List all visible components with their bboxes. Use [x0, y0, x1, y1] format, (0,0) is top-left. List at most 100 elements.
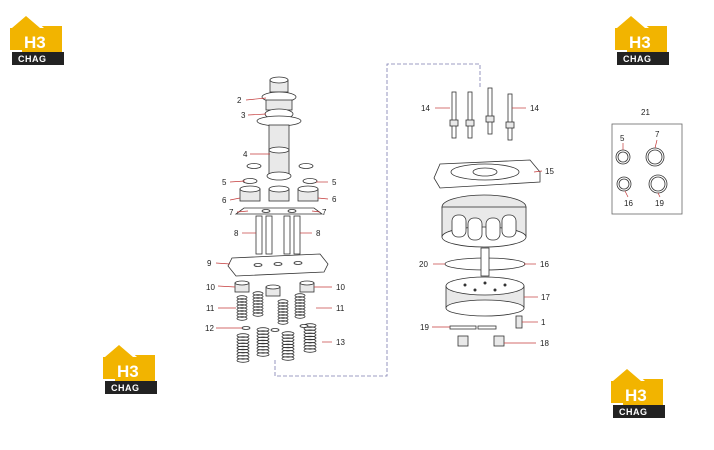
leader-lines: [215, 97, 661, 344]
callout-17: 17: [541, 293, 550, 302]
spring-13b-coil: [256, 349, 270, 354]
spring-11c-coil: [277, 320, 289, 325]
callout-5-left: 5: [222, 178, 227, 187]
spring-13b-coil: [256, 352, 270, 357]
rod-8d: [293, 215, 301, 255]
washer-12b: [270, 328, 280, 332]
logo-top-left: H3 CHAG: [8, 12, 64, 65]
spring-11b-coil: [252, 300, 264, 305]
callout-20: 20: [419, 260, 428, 269]
callout-13: 13: [336, 338, 345, 347]
logo-top-left-sub: CHAG: [18, 54, 47, 64]
callout-19: 19: [420, 323, 429, 332]
spring-11a-coil: [236, 298, 248, 303]
pin-14c-collar: [485, 115, 495, 123]
spring-11c-coil: [277, 308, 289, 313]
springs-group: [236, 291, 317, 363]
seal-kit-frame: [611, 123, 683, 215]
pin-14c: [487, 87, 493, 135]
spring-13b-coil: [256, 336, 270, 342]
pins-14: [449, 87, 515, 141]
spring-11a-coil: [236, 295, 248, 300]
pin-19b: [477, 325, 497, 330]
spring-11a: [236, 295, 248, 321]
kit-o-ring-5-inner: [617, 151, 629, 163]
callout-kit-7: 7: [655, 130, 660, 139]
spring-13a: [236, 333, 250, 363]
spring-13b-coil: [256, 333, 270, 339]
spring-11b-coil: [252, 291, 264, 296]
logo-top-right: H3 CHAG: [613, 12, 669, 65]
logo-top-right-sub: CHAG: [623, 54, 652, 64]
o-ring-5c: [242, 178, 258, 184]
guide-plate-hole-2: [287, 209, 297, 213]
spring-11c-coil: [277, 302, 289, 307]
assembly-connector-line: [274, 63, 481, 377]
spring-13a-coil: [236, 333, 250, 338]
logo-bottom-left-letters: H3: [117, 362, 139, 381]
spring-13b-coil: [256, 330, 270, 335]
pin-19a: [449, 325, 477, 330]
spring-11c-coil: [277, 305, 289, 310]
spring-11b-coil: [252, 303, 264, 308]
part-1: [515, 315, 523, 329]
plate-9-hole-2: [273, 262, 283, 266]
spring-13c-coil: [281, 349, 295, 355]
callout-11-left: 11: [206, 304, 215, 313]
callout-8-left: 8: [234, 229, 239, 238]
logo-bottom-right-sub: CHAG: [619, 407, 648, 417]
pin-14a-collar: [449, 119, 459, 127]
kit-seal-16-inner: [618, 178, 630, 190]
callout-8-right: 8: [316, 229, 321, 238]
callout-14-left: 14: [421, 104, 430, 113]
flange-15-bore: [472, 167, 498, 177]
callout-18: 18: [540, 339, 549, 348]
callout-9: 9: [207, 259, 212, 268]
callout-10-right: 10: [336, 283, 345, 292]
washer-plate: [256, 115, 302, 127]
logo-bottom-right: H3 CHAG: [609, 365, 665, 418]
o-ring-5a: [246, 163, 262, 169]
callout-6-left: 6: [222, 196, 227, 205]
callout-11-right: 11: [336, 304, 345, 313]
spring-13a-coil: [236, 336, 250, 341]
spring-11b: [252, 291, 264, 317]
seal-kit-box-21: [611, 123, 683, 215]
plate-9-hole-1: [253, 263, 263, 267]
callout-12: 12: [205, 324, 214, 333]
spring-11b-coil: [252, 297, 264, 302]
spring-11b-coil: [252, 306, 264, 311]
spring-13a-coil: [236, 342, 250, 348]
callout-5-right: 5: [332, 178, 337, 187]
spring-11d-coil: [294, 296, 306, 301]
plug-18a: [457, 335, 469, 347]
spring-13c: [281, 331, 295, 361]
spring-13c-coil: [281, 356, 295, 361]
spring-13a-coil: [236, 348, 250, 354]
spring-13d-coil: [303, 332, 317, 338]
shaft-top-rim: [269, 76, 289, 84]
pin-14b: [467, 91, 473, 139]
spring-13d: [303, 323, 317, 353]
callout-3: 3: [241, 111, 246, 120]
spring-13c-coil: [281, 346, 295, 352]
spring-11c-coil: [277, 299, 289, 304]
rod-8b: [265, 215, 273, 255]
spring-11a-coil: [236, 304, 248, 309]
spring-13a-coil: [236, 351, 250, 357]
washer-12a: [241, 326, 251, 330]
pin-14d: [507, 93, 513, 141]
seat-10b-top: [265, 284, 281, 290]
spring-13b: [256, 327, 270, 357]
bushing-6c-top: [297, 185, 319, 193]
spring-13b-coil: [256, 339, 270, 345]
spring-13a-coil: [236, 339, 250, 345]
spring-13c-coil: [281, 353, 295, 358]
callout-10-left: 10: [206, 283, 215, 292]
bushing-6a-top: [239, 185, 261, 193]
spring-13a-coil: [236, 358, 250, 363]
spring-11b-coil: [252, 309, 264, 314]
spring-11d-coil: [294, 314, 306, 319]
callout-kit-16: 16: [624, 199, 633, 208]
